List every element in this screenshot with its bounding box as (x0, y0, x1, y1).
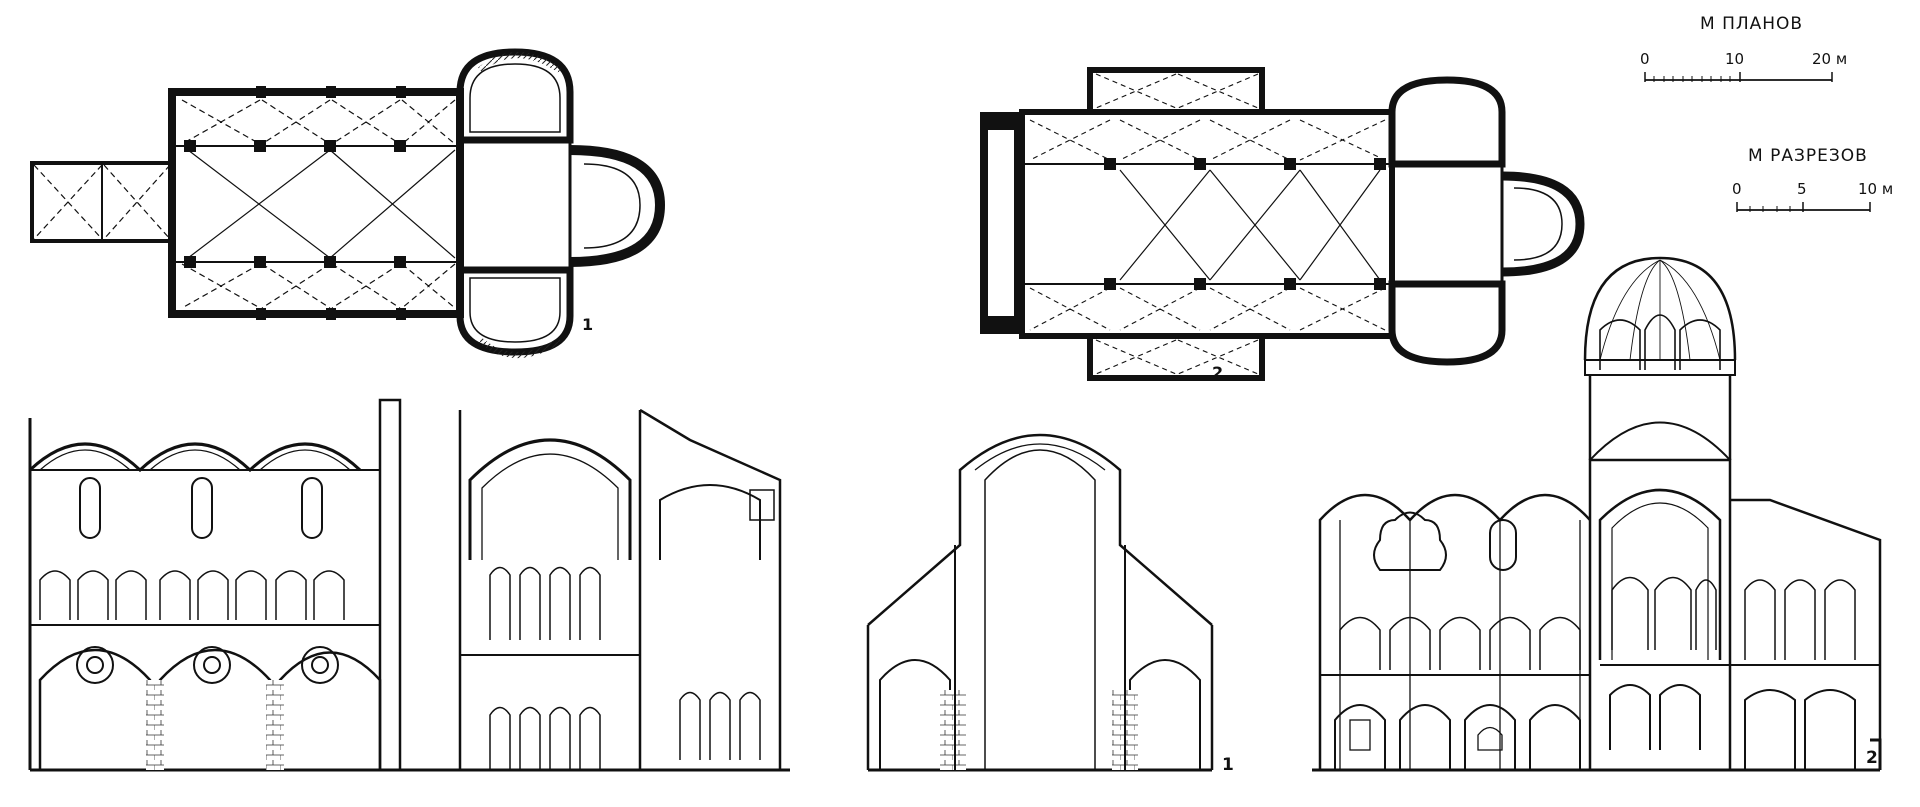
plan-2-nave-wall (1019, 109, 1395, 339)
plans-scale-tick-0: 0 (1640, 50, 1650, 68)
section-1-cross (866, 433, 1214, 772)
section-2 (1312, 256, 1882, 772)
sections-scale-tick-0: 0 (1732, 180, 1742, 198)
sections-scale-tick-10: 10 м (1858, 180, 1894, 198)
section-1-longitudinal (28, 398, 790, 772)
sections-scale-tick-5: 5 (1797, 180, 1807, 198)
plans-scale-tick-20: 20 м (1812, 50, 1848, 68)
plan-2-number: 2 (1212, 363, 1223, 382)
plans-scale-tick-10: 10 (1725, 50, 1745, 68)
sections-scale-bar (1736, 202, 1871, 212)
sections-scale-title: М РАЗРЕЗОВ (1748, 146, 1868, 166)
section-1-number: 1 (1222, 755, 1234, 775)
plans-scale-bar (1644, 72, 1833, 82)
section-2-number: 2 (1866, 748, 1878, 768)
plan-2 (980, 67, 1585, 381)
plans-scale-title: М ПЛАНОВ (1700, 14, 1804, 34)
plan-1 (30, 48, 666, 358)
plan-1-number: 1 (582, 315, 593, 334)
